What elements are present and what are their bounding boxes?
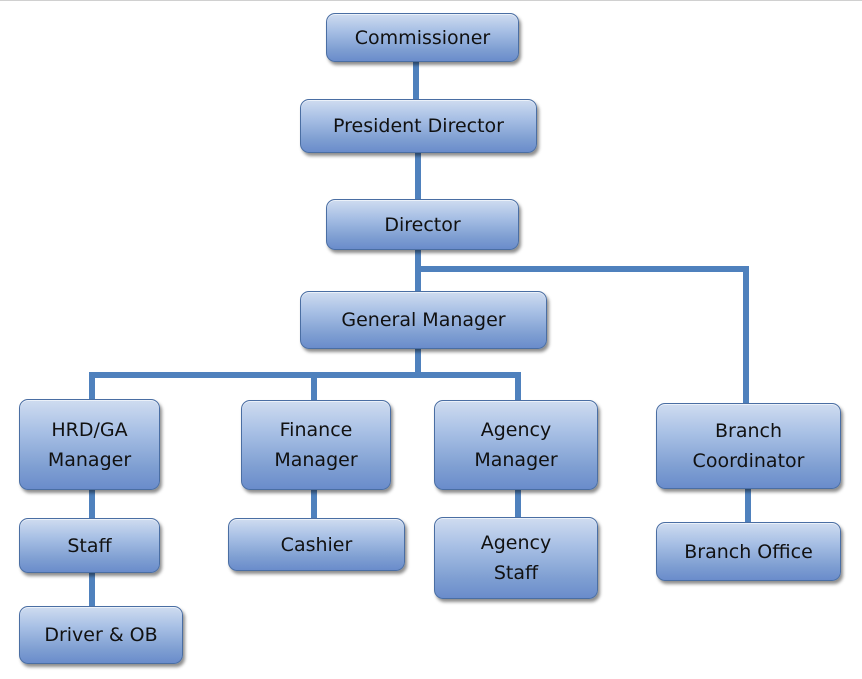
top-border	[0, 0, 862, 1]
connector-department-bus	[89, 372, 521, 403]
node-driver-ob: Driver & OB	[19, 606, 183, 664]
connector-director-branch	[415, 266, 749, 405]
node-cashier: Cashier	[228, 518, 405, 571]
node-agency-manager: Agency Manager	[434, 400, 598, 490]
node-staff: Staff	[19, 518, 160, 573]
node-president-director: President Director	[300, 99, 537, 153]
node-general-manager: General Manager	[300, 291, 547, 349]
node-commissioner: Commissioner	[326, 13, 519, 62]
node-director: Director	[326, 199, 519, 250]
node-finance-manager: Finance Manager	[241, 400, 391, 490]
node-branch-coordinator: Branch Coordinator	[656, 403, 841, 489]
node-hrd-ga-manager: HRD/GA Manager	[19, 399, 160, 490]
node-agency-staff: Agency Staff	[434, 517, 598, 599]
node-branch-office: Branch Office	[656, 522, 841, 581]
